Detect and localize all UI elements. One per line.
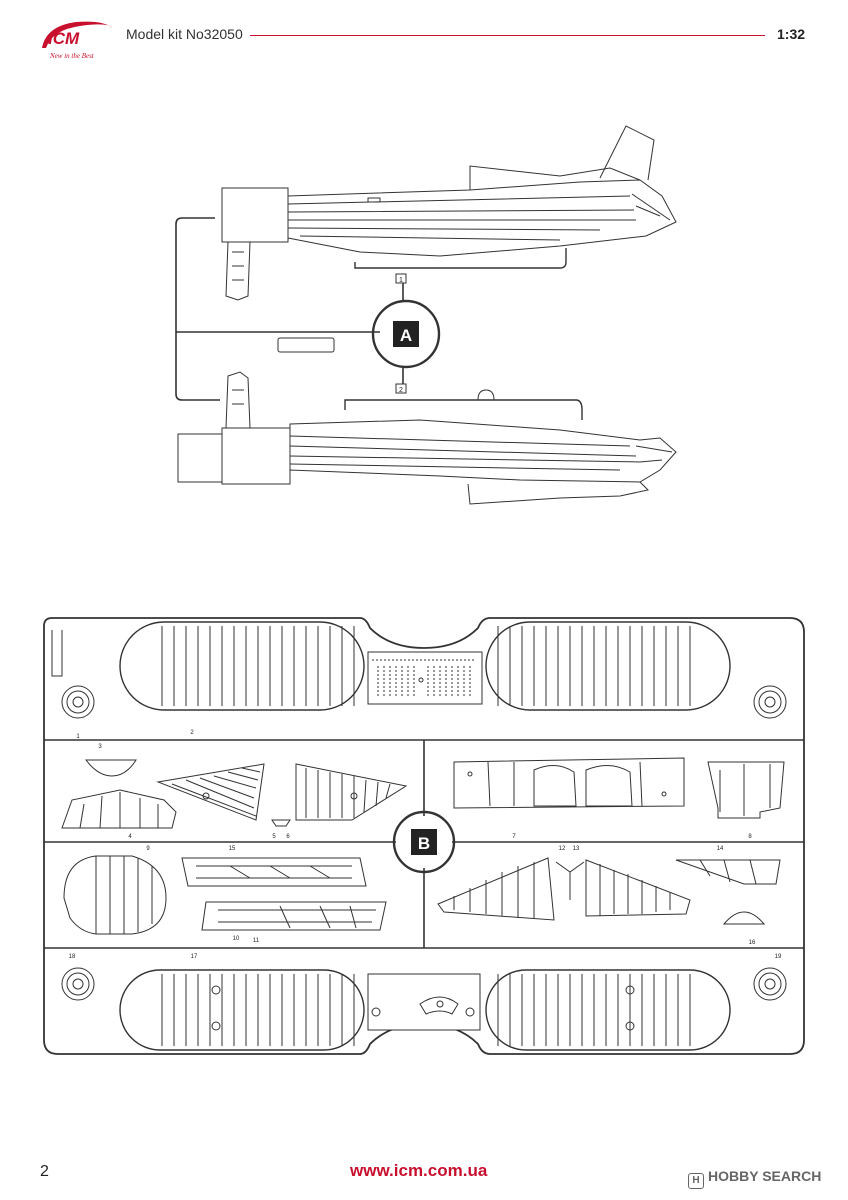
- upper-wing-right: [485, 621, 731, 711]
- logo-tagline: New in the Best: [49, 52, 95, 60]
- sprue-a-letter: A: [400, 326, 412, 345]
- scale-label: 1:32: [777, 26, 806, 42]
- part-number-b19: 19: [775, 954, 782, 960]
- lower-wing-center: [367, 973, 481, 1031]
- part-cockpit-deck: [453, 757, 685, 809]
- part-number-b14: 14: [717, 846, 724, 852]
- website-link[interactable]: www.icm.com.ua: [350, 1161, 488, 1180]
- wheel-bottom-right: [753, 967, 787, 1001]
- logo-brand-text: ICM: [48, 29, 80, 48]
- part-number-b6: 6: [286, 834, 290, 840]
- part-number-b1: 1: [76, 734, 80, 740]
- part-elevator-left: [156, 763, 265, 821]
- part-number-b12: 12: [559, 846, 566, 852]
- kit-title: Model kit No32050: [126, 26, 243, 42]
- wheel-top-left: [61, 685, 95, 719]
- part-number-b11: 11: [253, 938, 260, 944]
- part-number-b8: 8: [748, 834, 752, 840]
- part-number-b10: 10: [233, 936, 240, 942]
- watermark-text: HOBBY SEARCH: [708, 1168, 822, 1184]
- part-strut-lower: [201, 901, 387, 931]
- icm-logo: ICM New in the Best: [42, 21, 112, 60]
- sprue-b-badge: [411, 829, 437, 855]
- wheel-top-right: [753, 685, 787, 719]
- part-number-b2: 2: [190, 730, 194, 736]
- part-number-b9: 9: [146, 846, 150, 852]
- sprue-a-badge: [393, 321, 419, 347]
- part-rudder: [63, 855, 167, 935]
- sprue-b: B: [43, 617, 805, 1055]
- part-fuel-tank: [707, 761, 785, 819]
- sprue-b-badge-ring: [392, 810, 456, 874]
- lower-wing-left: [119, 969, 365, 1051]
- part-tailplane-small: [675, 859, 781, 885]
- upper-wing-center: [367, 651, 483, 705]
- fuselage-half-lower: [177, 371, 677, 505]
- part-number-b18: 18: [69, 954, 76, 960]
- part-number-a2: 2: [399, 387, 403, 394]
- part-number-b15: 15: [229, 846, 236, 852]
- part-small-cowl: [84, 759, 137, 777]
- part-number-b4: 4: [128, 834, 132, 840]
- part-number-b13: 13: [573, 846, 580, 852]
- part-small-canopy: [722, 911, 766, 925]
- sprue-b-letter: B: [418, 834, 430, 853]
- page-number: 2: [40, 1163, 49, 1180]
- part-number-b7: 7: [512, 834, 516, 840]
- part-stabilizer-left: [437, 857, 555, 921]
- hobby-search-icon: H: [688, 1173, 704, 1189]
- part-number-b16: 16: [749, 940, 756, 946]
- wheel-bottom-left: [61, 967, 95, 1001]
- fuselage-half-upper: [221, 125, 677, 301]
- page-header: ICM New in the Best Model kit No32050 1:…: [0, 0, 848, 70]
- part-number-b3: 3: [98, 744, 102, 750]
- sprue-a-badge-ring: [371, 299, 441, 369]
- header-rule: [250, 35, 765, 36]
- part-stabilizer-right: [585, 859, 691, 917]
- part-number-b17: 17: [191, 954, 198, 960]
- part-aileron: [61, 789, 177, 829]
- part-number-b5: 5: [272, 834, 276, 840]
- upper-wing-left: [119, 621, 365, 711]
- sprue-a: A 1 2: [175, 125, 677, 505]
- part-number-a1: 1: [399, 277, 403, 284]
- lower-wing-right: [485, 969, 731, 1051]
- part-strut-upper: [181, 857, 367, 887]
- part-elevator-right: [295, 763, 408, 821]
